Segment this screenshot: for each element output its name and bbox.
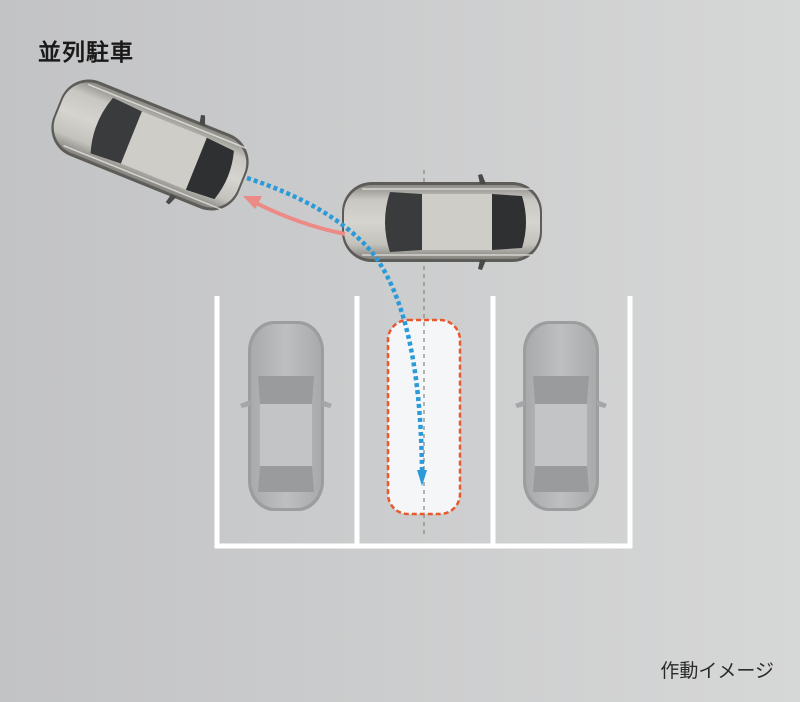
right-parked-car bbox=[515, 321, 607, 511]
start-car bbox=[38, 62, 262, 228]
reverse-path-arrow bbox=[246, 175, 427, 486]
parking-lines bbox=[214, 296, 633, 549]
red-arrowhead-icon bbox=[243, 196, 262, 209]
blue-arrowhead-icon bbox=[417, 470, 427, 486]
forward-path-arrow bbox=[243, 196, 346, 236]
diagram-title: 並列駐車 bbox=[38, 40, 134, 66]
left-parked-car bbox=[240, 321, 332, 511]
image-caption: 作動イメージ bbox=[660, 660, 774, 682]
